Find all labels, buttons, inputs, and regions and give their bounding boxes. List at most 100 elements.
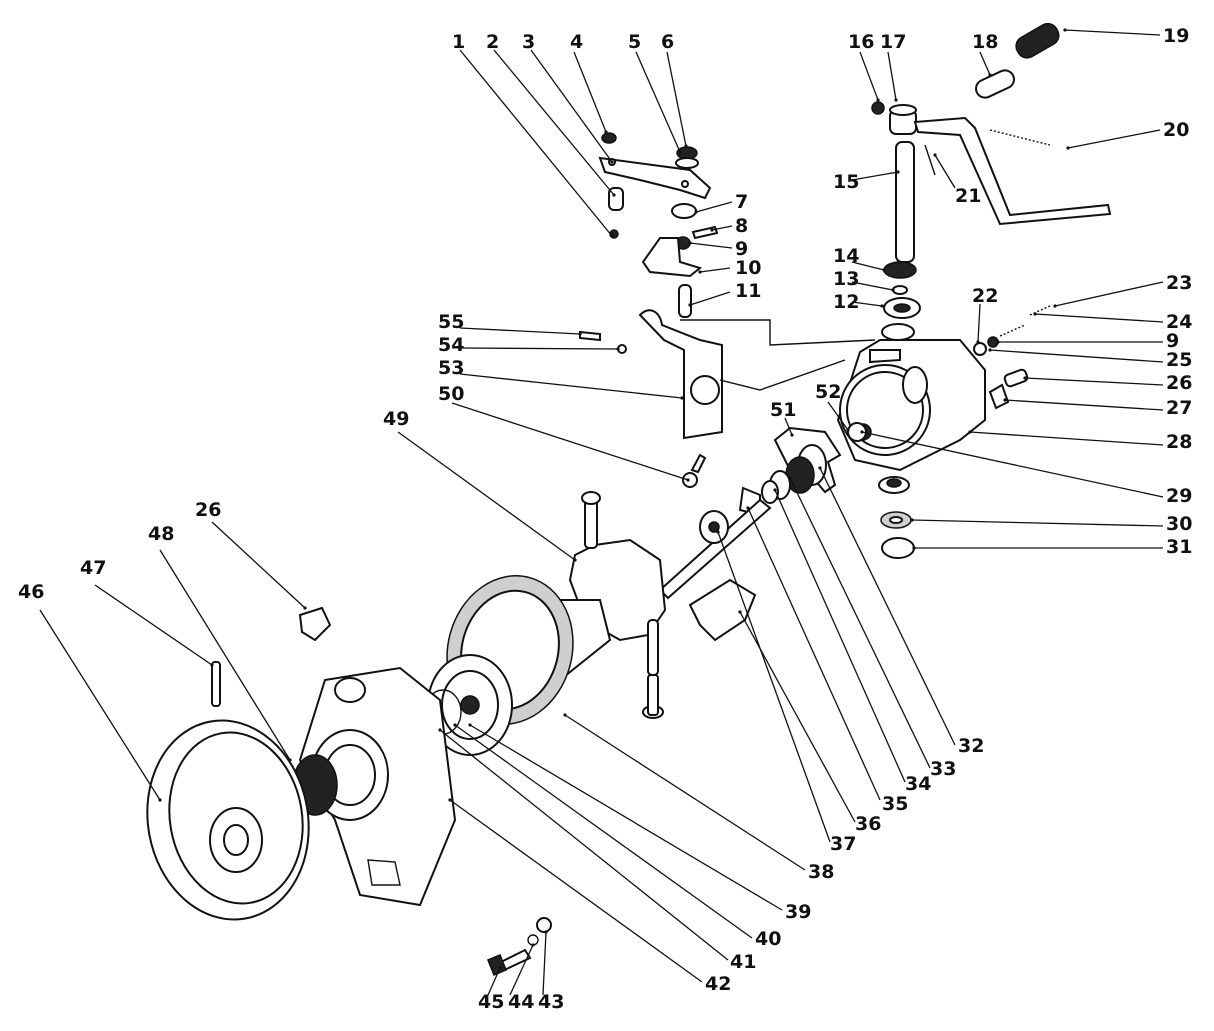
callout-label-46: 46 xyxy=(18,581,44,603)
leader-end-34 xyxy=(773,488,777,492)
leader-end-32 xyxy=(818,466,822,470)
callout-label-45: 45 xyxy=(478,991,504,1013)
leader-end-23 xyxy=(1053,304,1057,308)
leader-line-5 xyxy=(635,51,681,153)
leader-end-1 xyxy=(610,234,614,238)
leader-line-20 xyxy=(1067,129,1161,149)
callout-label-38: 38 xyxy=(808,861,834,883)
leader-line-22 xyxy=(977,303,981,343)
callout-label-8: 8 xyxy=(735,215,748,237)
leader-line-2 xyxy=(493,49,615,196)
leader-end-2 xyxy=(612,193,616,197)
callout-label-33: 33 xyxy=(930,758,956,780)
leader-line-53 xyxy=(459,373,683,399)
callout-label-53: 53 xyxy=(438,357,464,379)
callout-label-32: 32 xyxy=(958,735,984,757)
leader-line-8 xyxy=(711,225,733,231)
leader-end-20 xyxy=(1066,146,1070,150)
leader-line-45 xyxy=(487,967,501,996)
leader-line-48 xyxy=(159,549,291,761)
callout-label-41: 41 xyxy=(730,951,756,973)
leader-line-29 xyxy=(861,431,1164,498)
leader-end-42 xyxy=(448,798,452,802)
callout-label-5: 5 xyxy=(628,31,641,53)
leader-line-16 xyxy=(859,51,879,101)
leader-line-17 xyxy=(887,51,897,101)
leader-line-9a xyxy=(689,242,733,249)
leader-end-9b xyxy=(996,340,1000,344)
leader-line-36 xyxy=(739,611,856,823)
leader-line-41 xyxy=(439,729,729,961)
leader-line-24 xyxy=(1034,313,1164,323)
callout-label-3: 3 xyxy=(522,31,535,53)
leader-end-40 xyxy=(453,723,457,727)
callout-label-35: 35 xyxy=(882,793,908,815)
callout-label-49: 49 xyxy=(383,408,409,430)
leader-end-26b xyxy=(303,606,307,610)
leader-end-39 xyxy=(468,723,472,727)
callout-label-40: 40 xyxy=(755,928,781,950)
callout-label-43: 43 xyxy=(538,991,564,1013)
leader-end-33 xyxy=(788,476,792,480)
leader-line-32 xyxy=(819,467,956,746)
control-linkage-assembly xyxy=(579,132,876,488)
leader-end-17 xyxy=(894,98,898,102)
callout-label-13: 13 xyxy=(833,268,859,290)
callout-label-47: 47 xyxy=(80,557,106,579)
callout-label-22: 22 xyxy=(972,285,998,307)
leader-end-24 xyxy=(1033,312,1037,316)
leader-line-1 xyxy=(459,49,613,237)
leader-end-48 xyxy=(288,758,292,762)
leader-end-47 xyxy=(210,663,214,667)
callout-label-39: 39 xyxy=(785,901,811,923)
callout-label-34: 34 xyxy=(905,773,931,795)
leader-end-53 xyxy=(680,396,684,400)
leader-line-21 xyxy=(934,154,956,189)
callout-label-54: 54 xyxy=(438,334,464,356)
leader-line-37 xyxy=(717,531,831,843)
leader-end-31 xyxy=(912,546,916,550)
callout-label-2: 2 xyxy=(486,31,499,53)
leader-line-18 xyxy=(979,51,991,76)
leader-end-13 xyxy=(891,288,895,292)
leader-end-54 xyxy=(616,347,620,351)
leader-line-3 xyxy=(530,49,613,163)
callout-label-16: 16 xyxy=(848,31,874,53)
leader-end-38 xyxy=(563,713,567,717)
callout-label-9a: 9 xyxy=(735,238,748,260)
leader-line-42 xyxy=(449,799,703,983)
leader-end-44 xyxy=(531,943,535,947)
leader-end-14 xyxy=(882,268,886,272)
leader-end-45 xyxy=(498,966,502,970)
leader-end-52 xyxy=(846,428,850,432)
callout-label-44: 44 xyxy=(508,991,534,1013)
callout-label-23: 23 xyxy=(1166,272,1192,294)
leader-line-25 xyxy=(989,349,1164,363)
callout-label-18: 18 xyxy=(972,31,998,53)
leader-line-52 xyxy=(827,401,849,431)
callout-label-55: 55 xyxy=(438,311,464,333)
callout-label-14: 14 xyxy=(833,245,859,267)
leader-line-47 xyxy=(94,584,213,666)
leader-end-30 xyxy=(910,518,914,522)
leader-end-41 xyxy=(438,728,442,732)
callout-label-28: 28 xyxy=(1166,431,1192,453)
leader-line-50 xyxy=(451,402,689,481)
leader-line-34 xyxy=(774,489,906,783)
leader-end-19 xyxy=(1063,28,1067,32)
callout-label-24: 24 xyxy=(1166,311,1192,333)
leader-end-43 xyxy=(544,930,548,934)
leader-line-13 xyxy=(851,281,894,291)
leader-end-21 xyxy=(933,153,937,157)
callout-label-1: 1 xyxy=(452,31,465,53)
callout-label-20: 20 xyxy=(1163,119,1189,141)
callout-label-15: 15 xyxy=(833,171,859,193)
callout-label-42: 42 xyxy=(705,973,731,995)
leader-line-51 xyxy=(784,417,793,436)
callout-label-10: 10 xyxy=(735,257,761,279)
leader-end-12 xyxy=(880,304,884,308)
leader-end-55 xyxy=(578,332,582,336)
leader-line-44 xyxy=(509,944,534,996)
